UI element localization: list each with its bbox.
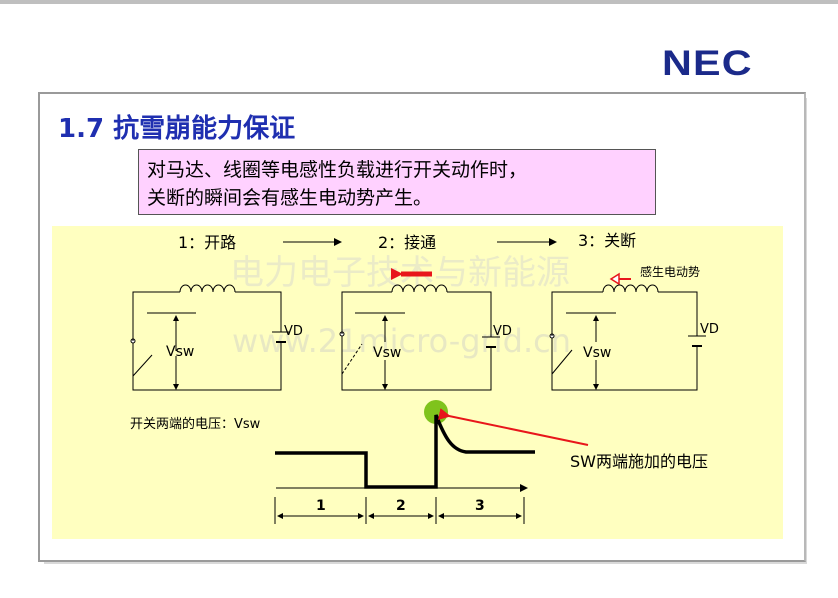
vd-label-2: VD bbox=[493, 324, 512, 339]
nec-logo: NEC bbox=[662, 44, 753, 83]
circuit-off: Vsw VD bbox=[549, 284, 719, 391]
interval-label-2: 2 bbox=[396, 498, 406, 514]
annotation-label: SW两端施加的电压 bbox=[570, 452, 708, 471]
interval-markers bbox=[274, 497, 525, 524]
vd-label-1: VD bbox=[284, 324, 303, 339]
vsw-label-3: Vsw bbox=[583, 345, 611, 361]
circuit-on: Vsw VD bbox=[339, 284, 512, 391]
vsw-label-1: Vsw bbox=[166, 344, 194, 360]
slide-title: 1.7 抗雪崩能力保证 bbox=[58, 114, 296, 144]
circuit-open: Vsw VD bbox=[130, 284, 303, 391]
waveform-label: 开关两端的电压：Vsw bbox=[130, 416, 261, 432]
slide-shadow-bottom bbox=[44, 560, 807, 564]
step-label-2: 2：接通 bbox=[378, 233, 436, 252]
vd-label-3: VD bbox=[700, 322, 719, 337]
emf-arrow-head bbox=[609, 272, 620, 286]
vsw-label-2: Vsw bbox=[373, 345, 401, 361]
interval-label-1: 1 bbox=[316, 498, 326, 514]
watermark-line-1: 电力电子技术与新能源 bbox=[230, 253, 570, 293]
step-label-1: 1：开路 bbox=[178, 233, 236, 252]
top-border bbox=[0, 0, 838, 4]
watermark-line-2: www.21micro-grid.cn bbox=[232, 322, 571, 360]
vsw-waveform bbox=[275, 414, 535, 489]
step-label-3: 3：关断 bbox=[578, 231, 636, 250]
interval-label-3: 3 bbox=[475, 498, 485, 514]
callout-line-2: 关断的瞬间会有感生电动势产生。 bbox=[147, 187, 433, 209]
emf-label: 感生电动势 bbox=[640, 264, 700, 279]
annotation-arrow bbox=[437, 408, 589, 446]
callout-line-1: 对马达、线圈等电感性负载进行开关动作时， bbox=[147, 159, 528, 181]
callout-box: 对马达、线圈等电感性负载进行开关动作时， 关断的瞬间会有感生电动势产生。 bbox=[138, 149, 656, 215]
